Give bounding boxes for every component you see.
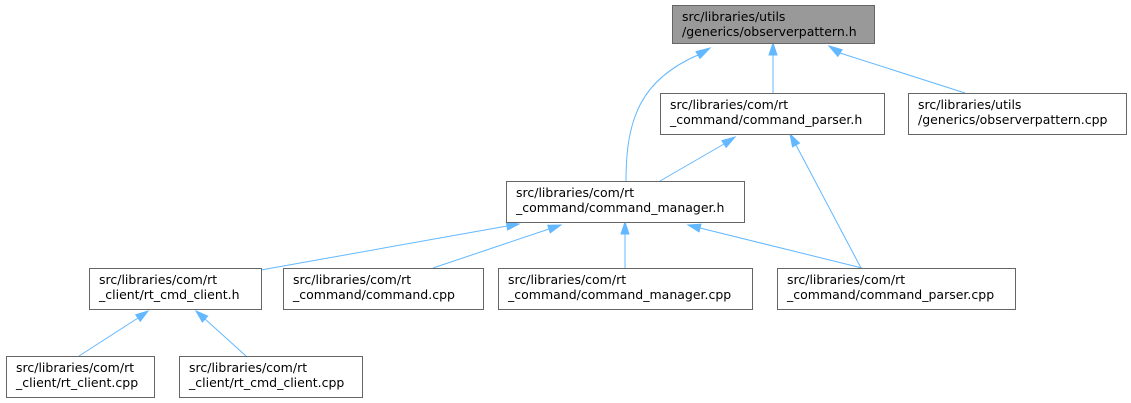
node-label-line: _command/command.cpp (292, 287, 455, 302)
edge-manager_cpp-to-manager_h (620, 220, 630, 268)
node-parser-cpp[interactable]: src/libraries/com/rt_command/command_par… (777, 268, 1016, 310)
node-label-line: src/libraries/com/rt (670, 97, 788, 112)
node-label-line: _client/rt_client.cpp (15, 375, 138, 390)
edge-rt_cmd_client_h-to-manager_h (260, 221, 521, 271)
arrowhead-icon (194, 309, 209, 323)
node-box[interactable] (908, 93, 1127, 135)
arrowhead-icon (134, 310, 150, 323)
arrowhead-icon (768, 41, 778, 56)
edge-parser_h-to-observer_h (768, 41, 778, 93)
arrowhead-icon (827, 45, 843, 58)
edge-line (204, 318, 247, 357)
edge-line (659, 143, 725, 182)
arrowhead-icon (789, 132, 801, 148)
node-label-line: /generics/observerpattern.cpp (918, 112, 1108, 127)
arrowhead-icon (505, 221, 521, 231)
edge-parser_cpp-to-parser_h (789, 132, 862, 269)
node-box[interactable] (6, 356, 155, 398)
node-box[interactable] (283, 268, 484, 310)
node-manager-h[interactable]: src/libraries/com/rt_command/command_man… (506, 181, 745, 223)
edge-line (432, 228, 550, 269)
node-box[interactable] (660, 93, 885, 135)
node-label-line: src/libraries/com/rt (16, 360, 134, 375)
node-label-line: _command/command_parser.cpp (786, 287, 994, 302)
edge-rt_cmd_client_cpp-to-rt_cmd_client_h (194, 309, 247, 357)
node-label-line: src/libraries/com/rt (293, 272, 411, 287)
node-box[interactable] (89, 268, 262, 310)
edge-line (795, 144, 862, 269)
node-label-line: src/libraries/utils (918, 97, 1021, 112)
node-label-line: _command/command_manager.h (515, 200, 724, 215)
node-parser-h[interactable]: src/libraries/com/rt_command/command_par… (660, 93, 885, 135)
edge-parser_cpp-to-manager_h (686, 223, 863, 269)
node-label-line: src/libraries/utils (682, 9, 785, 24)
node-label-line: _client/rt_cmd_client.h (98, 287, 240, 302)
node-box[interactable] (506, 181, 745, 223)
arrowhead-icon (547, 224, 563, 234)
node-label-line: src/libraries/com/rt (189, 360, 307, 375)
node-label-line: /generics/observerpattern.h (682, 24, 857, 39)
node-observer-h[interactable]: src/libraries/utils/generics/observerpat… (672, 5, 875, 44)
arrowhead-icon (620, 220, 630, 235)
edge-rt_client_cpp-to-rt_cmd_client_h (78, 310, 150, 357)
node-command-cpp[interactable]: src/libraries/com/rt_command/command.cpp (283, 268, 484, 310)
edge-command_cpp-to-manager_h (432, 224, 563, 269)
node-box[interactable] (179, 356, 363, 398)
node-label-line: src/libraries/com/rt (99, 272, 217, 287)
edge-line (699, 227, 863, 269)
edge-line (625, 54, 699, 182)
edges-layer (78, 41, 966, 357)
node-observer-cpp[interactable]: src/libraries/utils/generics/observerpat… (908, 93, 1127, 135)
arrowhead-icon (695, 47, 712, 60)
edge-line (260, 225, 508, 271)
edge-manager_h-to-observer_h (625, 47, 712, 182)
node-rt-cmd-client-h[interactable]: src/libraries/com/rt_client/rt_cmd_clien… (89, 268, 262, 310)
node-box[interactable] (777, 268, 1016, 310)
node-label-line: _command/command_parser.h (669, 112, 862, 127)
node-label-line: src/libraries/com/rt (516, 185, 634, 200)
node-box[interactable] (672, 5, 875, 44)
node-rt-client-cpp[interactable]: src/libraries/com/rt_client/rt_client.cp… (6, 356, 155, 398)
node-rt-cmd-client-cpp[interactable]: src/libraries/com/rt_client/rt_cmd_clien… (179, 356, 363, 398)
nodes-layer: src/libraries/utils/generics/observerpat… (6, 5, 1127, 398)
arrowhead-icon (721, 136, 737, 149)
arrowhead-icon (686, 223, 702, 233)
node-label-line: src/libraries/com/rt (508, 272, 626, 287)
node-label-line: _command/command_manager.cpp (507, 287, 731, 302)
node-label-line: src/libraries/com/rt (787, 272, 905, 287)
edge-manager_h-to-parser_h (659, 136, 737, 182)
node-manager-cpp[interactable]: src/libraries/com/rt_command/command_man… (498, 268, 753, 310)
node-box[interactable] (498, 268, 753, 310)
edge-line (839, 52, 966, 94)
edge-line (78, 317, 139, 357)
edge-observer_cpp-to-observer_h (827, 45, 966, 94)
node-label-line: _client/rt_cmd_client.cpp (188, 375, 344, 390)
